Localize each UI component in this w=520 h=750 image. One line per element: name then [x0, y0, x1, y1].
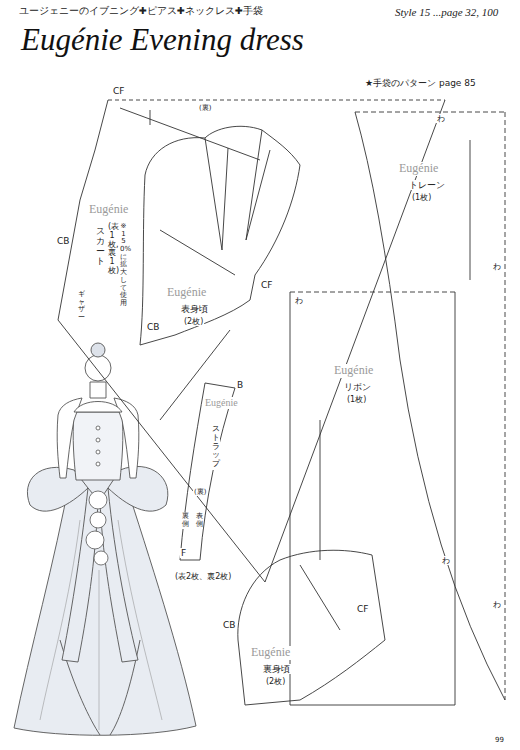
skirt-piece: CF CB Eugénie スカート(表1枚, 裏1枚) ※150%に拡大して使用 (裏)… [48, 84, 478, 592]
piece-label: わ [436, 114, 446, 123]
cut-line [180, 383, 235, 560]
piece-label: Eugénie [398, 162, 439, 176]
cut-line [140, 126, 300, 345]
cut-line [300, 565, 340, 630]
piece-label: (表1枚, 裏1枚) [108, 222, 116, 277]
piece-label: (1枚) [346, 395, 367, 404]
piece-label: ギャザー [78, 290, 85, 323]
piece-label: CB [56, 236, 70, 246]
piece-label: 表身頃 [180, 304, 209, 314]
strap-piece: B Eugénie ストラップ (裏) 裏側表側 F (表2枚、裏2枚) [170, 376, 252, 590]
piece-label: Eugénie [250, 646, 291, 660]
piece-label: (表2枚、裏2枚) [174, 572, 232, 581]
piece-label: わ [492, 262, 502, 271]
piece-label: スカート [96, 226, 105, 268]
page-label: Style 15 ...page 32, 100 [394, 6, 499, 19]
piece-label: わ [294, 296, 304, 305]
piece-label: CF [356, 604, 369, 614]
piece-outline [132, 118, 308, 350]
piece-label: リボン [343, 382, 372, 392]
piece-label: (裏) [193, 488, 207, 496]
page-label: ★手袋のパターン page 85 [364, 78, 477, 88]
piece-label: Eugénie [166, 286, 207, 300]
cut-line [108, 100, 445, 101]
cut-line [58, 100, 445, 582]
piece-outline [48, 84, 478, 592]
cut-line [160, 230, 235, 275]
piece-label: CB [222, 620, 236, 630]
piece-label: Eugénie [204, 397, 239, 409]
piece-label: Eugénie [88, 203, 129, 217]
front-bodice-piece: Eugénie 表身頃 (2枚) CB CF [132, 118, 308, 350]
piece-label: CF [260, 280, 273, 290]
piece-label: F [180, 548, 187, 558]
piece-label: ※150%に拡大して使用 [120, 222, 127, 309]
piece-label: B [236, 380, 244, 390]
piece-label: 裏身頃 [262, 664, 291, 674]
piece-label: (1枚) [411, 193, 432, 202]
cut-line [205, 138, 228, 250]
ribbon-piece: Eugénieリボン(1枚)わわ [288, 288, 458, 708]
piece-label: CF [112, 86, 125, 96]
piece-outline [288, 288, 458, 708]
cut-line [238, 550, 385, 705]
cut-line [150, 110, 151, 125]
cut-line [290, 292, 455, 293]
piece-label: トレーン [408, 180, 446, 190]
cut-line [320, 420, 321, 560]
piece-label: (2枚) [183, 317, 204, 326]
lining-bodice-piece: CB Eugénie 裏身頃 (2枚) CF [218, 544, 388, 710]
piece-label: 表側 [196, 512, 203, 529]
cut-line [355, 112, 505, 113]
cut-line [120, 108, 260, 160]
piece-outline [218, 544, 388, 710]
cut-line [505, 112, 506, 700]
piece-label: (2枚) [265, 677, 286, 686]
cut-line [355, 112, 505, 700]
piece-label: わ [492, 600, 502, 609]
page-label: ユージェニーのイブニング✚ピアス✚ネックレス✚手袋 [18, 6, 264, 17]
cut-line [290, 292, 455, 705]
piece-label: (裏) [198, 104, 212, 112]
piece-label: CB [146, 322, 160, 332]
cut-line [246, 130, 270, 240]
page-title: Eugénie Evening dress [20, 22, 305, 58]
piece-label: わ [441, 556, 451, 565]
piece-label: Eugénie [333, 364, 374, 378]
piece-label: ストラップ [212, 424, 220, 470]
cut-line [470, 140, 471, 280]
train-piece: Eugénieトレーン(1枚)わわわ [350, 106, 510, 706]
piece-label: 裏側 [182, 512, 189, 529]
page-label: 99 [494, 736, 505, 744]
